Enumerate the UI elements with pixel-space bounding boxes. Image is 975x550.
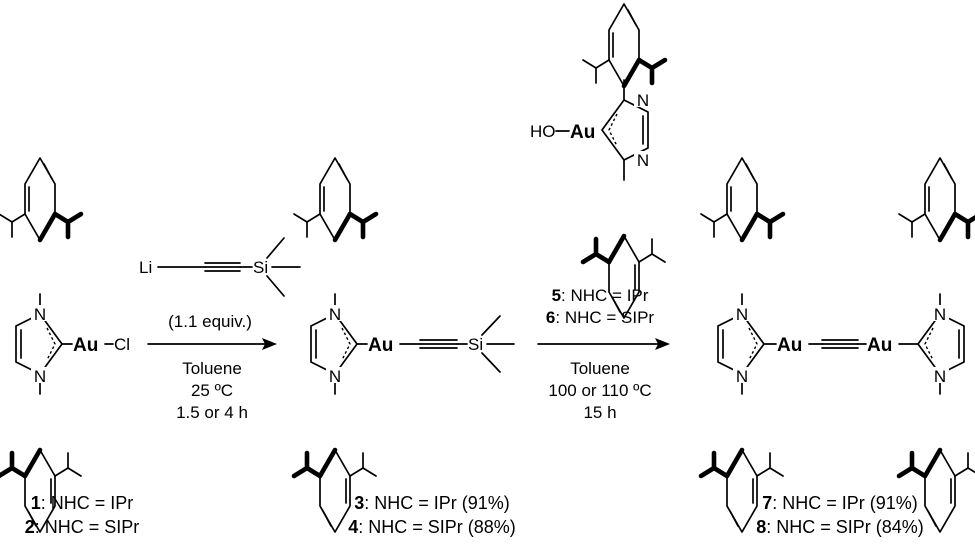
caption-compound-4: 4: NHC = SIPr (88%) (348, 517, 516, 537)
equiv-label: (1.1 equiv.) (168, 312, 252, 331)
reagent-6-label: 6: NHC = SIPr (546, 308, 655, 327)
gold-atom: Au (777, 335, 802, 356)
time-label: 1.5 or 4 h (176, 403, 248, 422)
solvent-label: Toluene (570, 359, 630, 378)
compound-1-2-structure: N N Au Cl (0, 158, 130, 532)
time-label: 15 h (583, 403, 616, 422)
silicon-atom: Si (468, 335, 483, 354)
caption-compound-3: 3: NHC = IPr (91%) (354, 493, 510, 513)
nitrogen-atom: N (637, 151, 649, 170)
chloride-atom: Cl (114, 335, 130, 354)
reagent-5-label: 5: NHC = IPr (552, 286, 649, 305)
caption-compound-1: 1: NHC = IPr (31, 493, 134, 513)
gold-atom: Au (570, 122, 595, 143)
nitrogen-atom: N (637, 91, 649, 110)
compound-7-8-structure: N N Au Au N N (701, 158, 975, 532)
solvent-label: Toluene (182, 359, 242, 378)
gold-atom: Au (73, 335, 98, 356)
silicon-atom: Si (253, 258, 268, 277)
nitrogen-atom: N (736, 305, 748, 324)
nitrogen-atom: N (34, 305, 46, 324)
temperature-label: 100 or 110 ºC (548, 381, 651, 400)
nitrogen-atom: N (34, 367, 46, 386)
hydroxide-group: HO (530, 122, 556, 141)
gold-atom: Au (867, 335, 892, 356)
nitrogen-atom: N (329, 305, 341, 324)
caption-compound-2: 2: NHC = SIPr (25, 517, 140, 537)
caption-compound-7: 7: NHC = IPr (91%) (762, 493, 918, 513)
nitrogen-atom: N (934, 305, 946, 324)
compound-3-4-structure: N N Au Si (294, 158, 515, 532)
gold-atom: Au (368, 335, 393, 356)
caption-compound-8: 8: NHC = SIPr (84%) (756, 517, 924, 537)
lithium-atom: Li (139, 258, 152, 277)
temperature-label: 25 ºC (191, 381, 233, 400)
nitrogen-atom: N (934, 367, 946, 386)
reagent-li-alkynyl-silane: Li Si (139, 237, 301, 297)
nitrogen-atom: N (329, 367, 341, 386)
nitrogen-atom: N (736, 367, 748, 386)
reagent-gold-hydroxide: N N HO Au (530, 4, 665, 318)
